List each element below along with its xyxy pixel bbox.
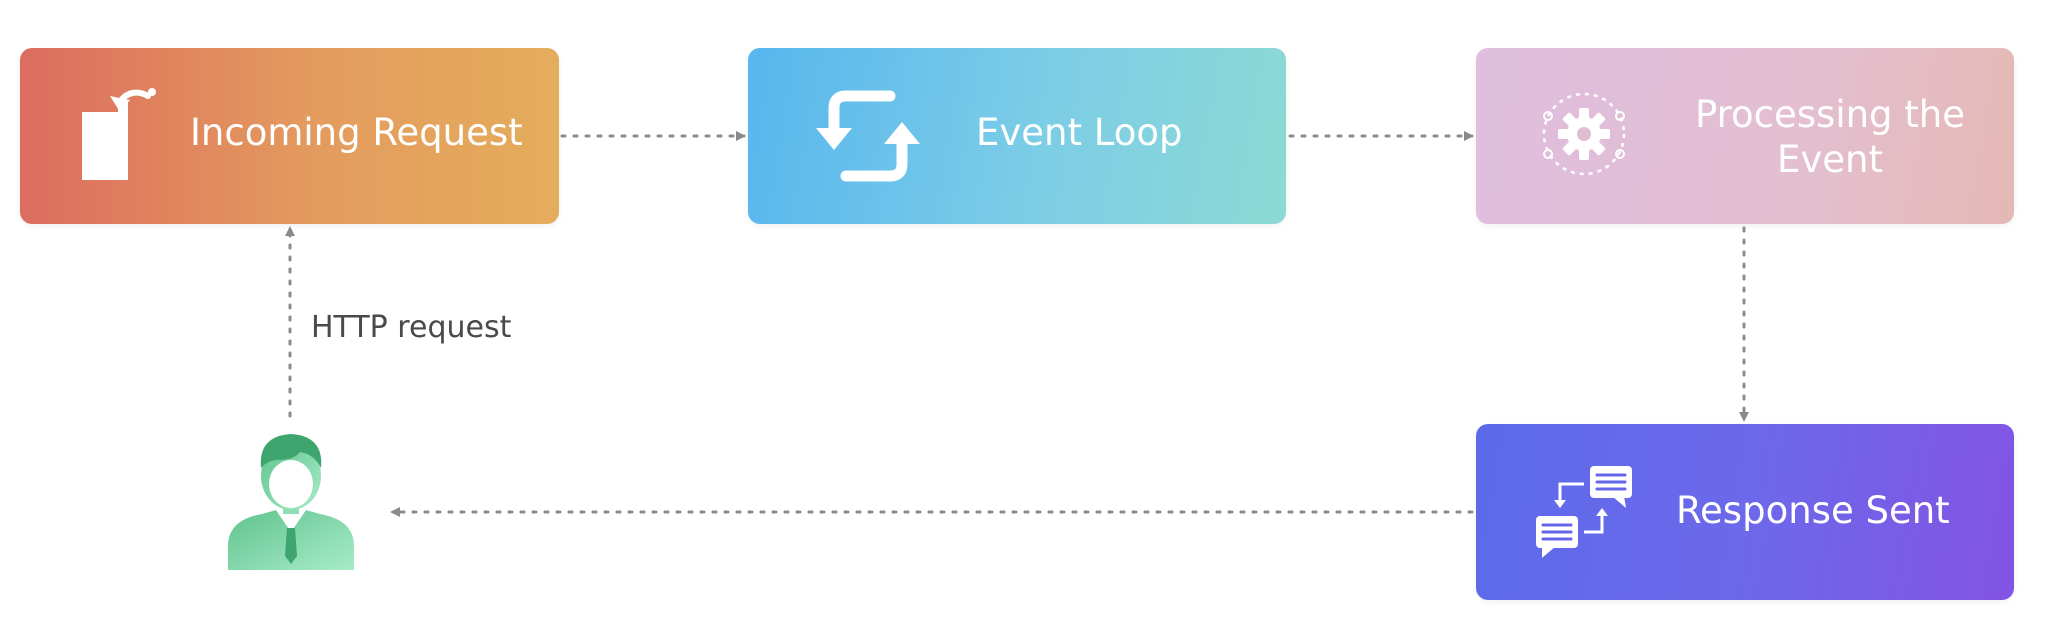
chat-exchange-icon (1536, 466, 1632, 558)
user-avatar-icon (228, 434, 354, 570)
document-incoming-icon (82, 88, 156, 180)
node-processing-the-event: Processing the Event (1476, 48, 2014, 224)
edge-label-http-request: HTTP request (311, 310, 512, 345)
node-label-response-sent: Response Sent (1676, 489, 1950, 532)
refresh-loop-icon (816, 90, 920, 182)
node-label-event-loop: Event Loop (976, 111, 1183, 154)
gear-cycle-icon (1542, 92, 1626, 176)
node-response-sent: Response Sent (1476, 424, 2014, 600)
node-event-loop: Event Loop (748, 48, 1286, 224)
node-label-processing-the-event: Processing the Event (1694, 93, 1966, 182)
node-label-incoming-request: Incoming Request (190, 111, 523, 154)
node-incoming-request: Incoming Request (20, 48, 559, 224)
